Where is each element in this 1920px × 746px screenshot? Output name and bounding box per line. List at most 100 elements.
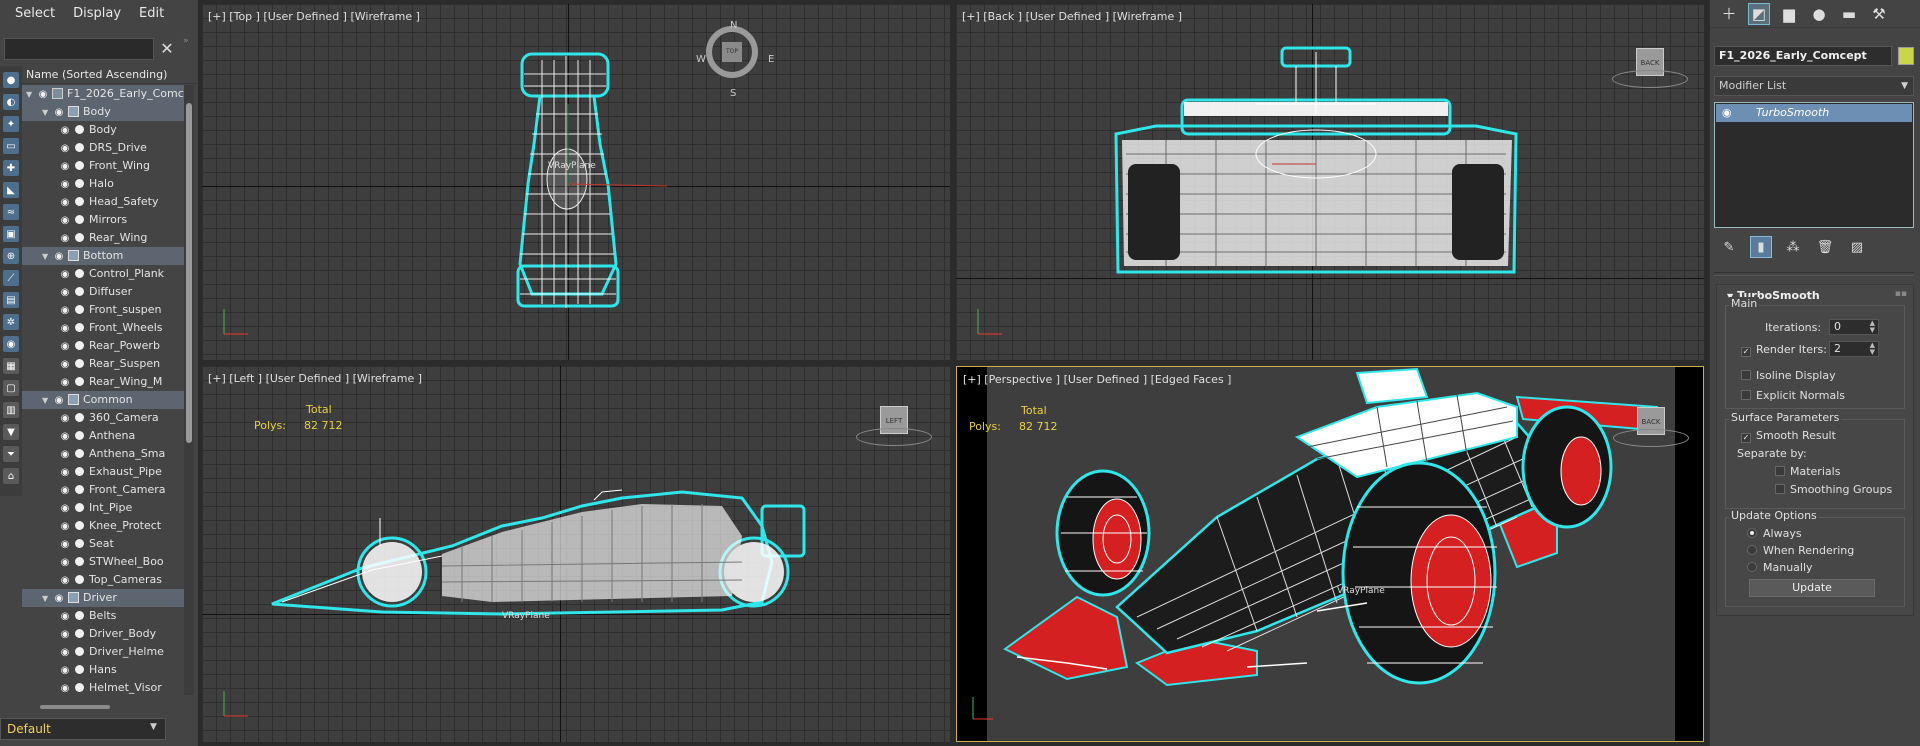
utilities-tab-icon[interactable]: ⚒ <box>1872 4 1886 23</box>
menu-edit[interactable]: Edit <box>139 5 165 21</box>
eye-icon[interactable]: ◉ <box>60 215 70 226</box>
eye-icon[interactable]: ◉ <box>60 647 70 658</box>
smooth-result-checkbox[interactable]: ✓ <box>1741 433 1751 443</box>
smoothing-groups-row[interactable]: Smoothing Groups <box>1775 483 1892 496</box>
isoline-row[interactable]: Isoline Display <box>1741 369 1836 382</box>
hierarchy-tab-icon[interactable]: ▆ <box>1783 4 1795 23</box>
tree-item[interactable]: ◉Halo <box>22 175 184 193</box>
motion-tab-icon[interactable]: ● <box>1812 4 1826 23</box>
tree-group-item[interactable]: ▼◉Common <box>22 391 184 409</box>
iterations-spinner[interactable]: 0▲▼ <box>1829 319 1879 335</box>
display-containers-icon[interactable]: ▤ <box>3 292 19 308</box>
eye-icon[interactable]: ◉ <box>60 179 70 190</box>
eye-icon[interactable]: ◉ <box>1722 106 1732 119</box>
tree-item[interactable]: ◉Seat <box>22 535 184 553</box>
tree-group-item[interactable]: ▼◉Driver <box>22 589 184 607</box>
when-rendering-row[interactable]: When Rendering <box>1747 544 1854 557</box>
chevron-down-icon[interactable]: ▼ <box>150 722 157 732</box>
display-spacewarps-icon[interactable]: ≈ <box>3 204 19 220</box>
display-geometry-icon[interactable]: ◐ <box>3 94 19 110</box>
render-iters-row[interactable]: ✓Render Iters: <box>1741 343 1827 357</box>
materials-checkbox[interactable] <box>1775 466 1785 476</box>
tree-item[interactable]: ◉Knee_Protect <box>22 517 184 535</box>
tree-group-item[interactable]: ▼◉F1_2026_Early_Comcept <box>22 85 184 103</box>
pin-icon[interactable]: » <box>183 36 189 46</box>
funnel-icon[interactable]: ⏷ <box>3 446 19 462</box>
viewport-label-left[interactable]: [+] [Left ] [User Defined ] [Wireframe ] <box>208 372 423 385</box>
viewport-back[interactable]: [+] [Back ] [User Defined ] [Wireframe ]… <box>956 4 1704 360</box>
filter-icon[interactable]: ▼ <box>3 424 19 440</box>
viewcube-ring[interactable] <box>1613 429 1689 447</box>
display-layers-icon[interactable]: ▢ <box>3 380 19 396</box>
viewcube-ring[interactable] <box>856 428 932 446</box>
display-frozen-icon[interactable]: ▦ <box>3 358 19 374</box>
eye-icon[interactable]: ◉ <box>60 341 70 352</box>
trash-icon[interactable]: 🗑 <box>1816 239 1834 255</box>
eye-icon[interactable]: ◉ <box>60 629 70 640</box>
eye-icon[interactable]: ◉ <box>60 557 70 568</box>
eye-icon[interactable]: ◉ <box>60 683 70 694</box>
layer-dropdown[interactable]: Default <box>0 718 166 740</box>
eye-icon[interactable]: ◉ <box>60 125 70 136</box>
tree-item[interactable]: ◉Front_Camera <box>22 481 184 499</box>
eye-icon[interactable]: ◉ <box>54 395 64 406</box>
expand-arrow-icon[interactable]: ▼ <box>42 252 49 261</box>
explorer-search-input[interactable] <box>4 38 154 60</box>
eye-icon[interactable]: ◉ <box>60 431 70 442</box>
render-iters-spinner[interactable]: 2▲▼ <box>1829 341 1879 357</box>
tree-item[interactable]: ◉Head_Safety <box>22 193 184 211</box>
tree-item[interactable]: ◉Driver_Helme <box>22 643 184 661</box>
explicit-normals-row[interactable]: Explicit Normals <box>1741 389 1845 402</box>
eye-icon[interactable]: ◉ <box>60 323 70 334</box>
eye-icon[interactable]: ◉ <box>60 467 70 478</box>
eye-icon[interactable]: ◉ <box>60 665 70 676</box>
isoline-checkbox[interactable] <box>1741 370 1751 380</box>
tree-item[interactable]: ◉Exhaust_Pipe <box>22 463 184 481</box>
eye-icon[interactable]: ◉ <box>60 287 70 298</box>
eye-icon[interactable]: ◉ <box>60 575 70 586</box>
eye-icon[interactable]: ◉ <box>38 89 48 100</box>
tree-item[interactable]: ◉Rear_Wing <box>22 229 184 247</box>
display-children-icon[interactable]: ▥ <box>3 402 19 418</box>
object-name-field[interactable]: F1_2026_Early_Comcept <box>1714 46 1892 66</box>
tree-item[interactable]: ◉Top_Cameras <box>22 571 184 589</box>
manually-row[interactable]: Manually <box>1747 561 1813 574</box>
materials-row[interactable]: Materials <box>1775 465 1840 478</box>
eye-icon[interactable]: ◉ <box>54 251 64 262</box>
viewport-left[interactable]: VRayPlane [+] [Left ] [User Defined ] [W… <box>202 366 950 742</box>
eye-icon[interactable]: ◉ <box>60 413 70 424</box>
tree-scrollbar[interactable] <box>184 85 194 695</box>
eye-icon[interactable]: ◉ <box>54 107 64 118</box>
make-unique-icon[interactable]: ⁂ <box>1786 239 1800 255</box>
explicit-normals-checkbox[interactable] <box>1741 390 1751 400</box>
display-groups-icon[interactable]: ▣ <box>3 226 19 242</box>
display-xrefs-icon[interactable]: ⊕ <box>3 248 19 264</box>
modify-tab-icon[interactable]: ◩ <box>1748 2 1770 25</box>
tree-item[interactable]: ◉Diffuser <box>22 283 184 301</box>
spinner-arrows-icon[interactable]: ▲▼ <box>1869 341 1875 356</box>
manually-radio[interactable] <box>1747 562 1757 572</box>
eye-icon[interactable]: ◉ <box>60 521 70 532</box>
viewcube-top[interactable]: TOP <box>722 42 742 62</box>
expand-arrow-icon[interactable]: ▼ <box>42 594 49 603</box>
modifier-list-dropdown[interactable]: Modifier List ▼ <box>1714 76 1914 96</box>
eye-icon[interactable]: ◉ <box>60 197 70 208</box>
viewport-label-back[interactable]: [+] [Back ] [User Defined ] [Wireframe ] <box>962 10 1183 23</box>
tree-item[interactable]: ◉Rear_Powerb <box>22 337 184 355</box>
eye-icon[interactable]: ◉ <box>60 269 70 280</box>
tree-item[interactable]: ◉Belts <box>22 607 184 625</box>
menu-select[interactable]: Select <box>15 5 56 21</box>
modifier-stack-item[interactable]: ◉ TurboSmooth <box>1716 104 1912 122</box>
object-color-swatch[interactable] <box>1898 47 1914 65</box>
spinner-arrows-icon[interactable]: ▲▼ <box>1869 319 1875 334</box>
tree-item[interactable]: ◉Front_Wing <box>22 157 184 175</box>
display-lights-icon[interactable]: ✦ <box>3 116 19 132</box>
update-button[interactable]: Update <box>1749 579 1875 597</box>
tree-horizontal-scrollbar[interactable] <box>40 705 110 709</box>
panel-divider[interactable] <box>1714 272 1914 276</box>
eye-icon[interactable]: ◉ <box>60 359 70 370</box>
eye-icon[interactable]: ◉ <box>60 233 70 244</box>
tree-item[interactable]: ◉Rear_Wing_M <box>22 373 184 391</box>
tree-scroll-thumb[interactable] <box>186 103 192 443</box>
expand-arrow-icon[interactable]: ▼ <box>42 108 49 117</box>
